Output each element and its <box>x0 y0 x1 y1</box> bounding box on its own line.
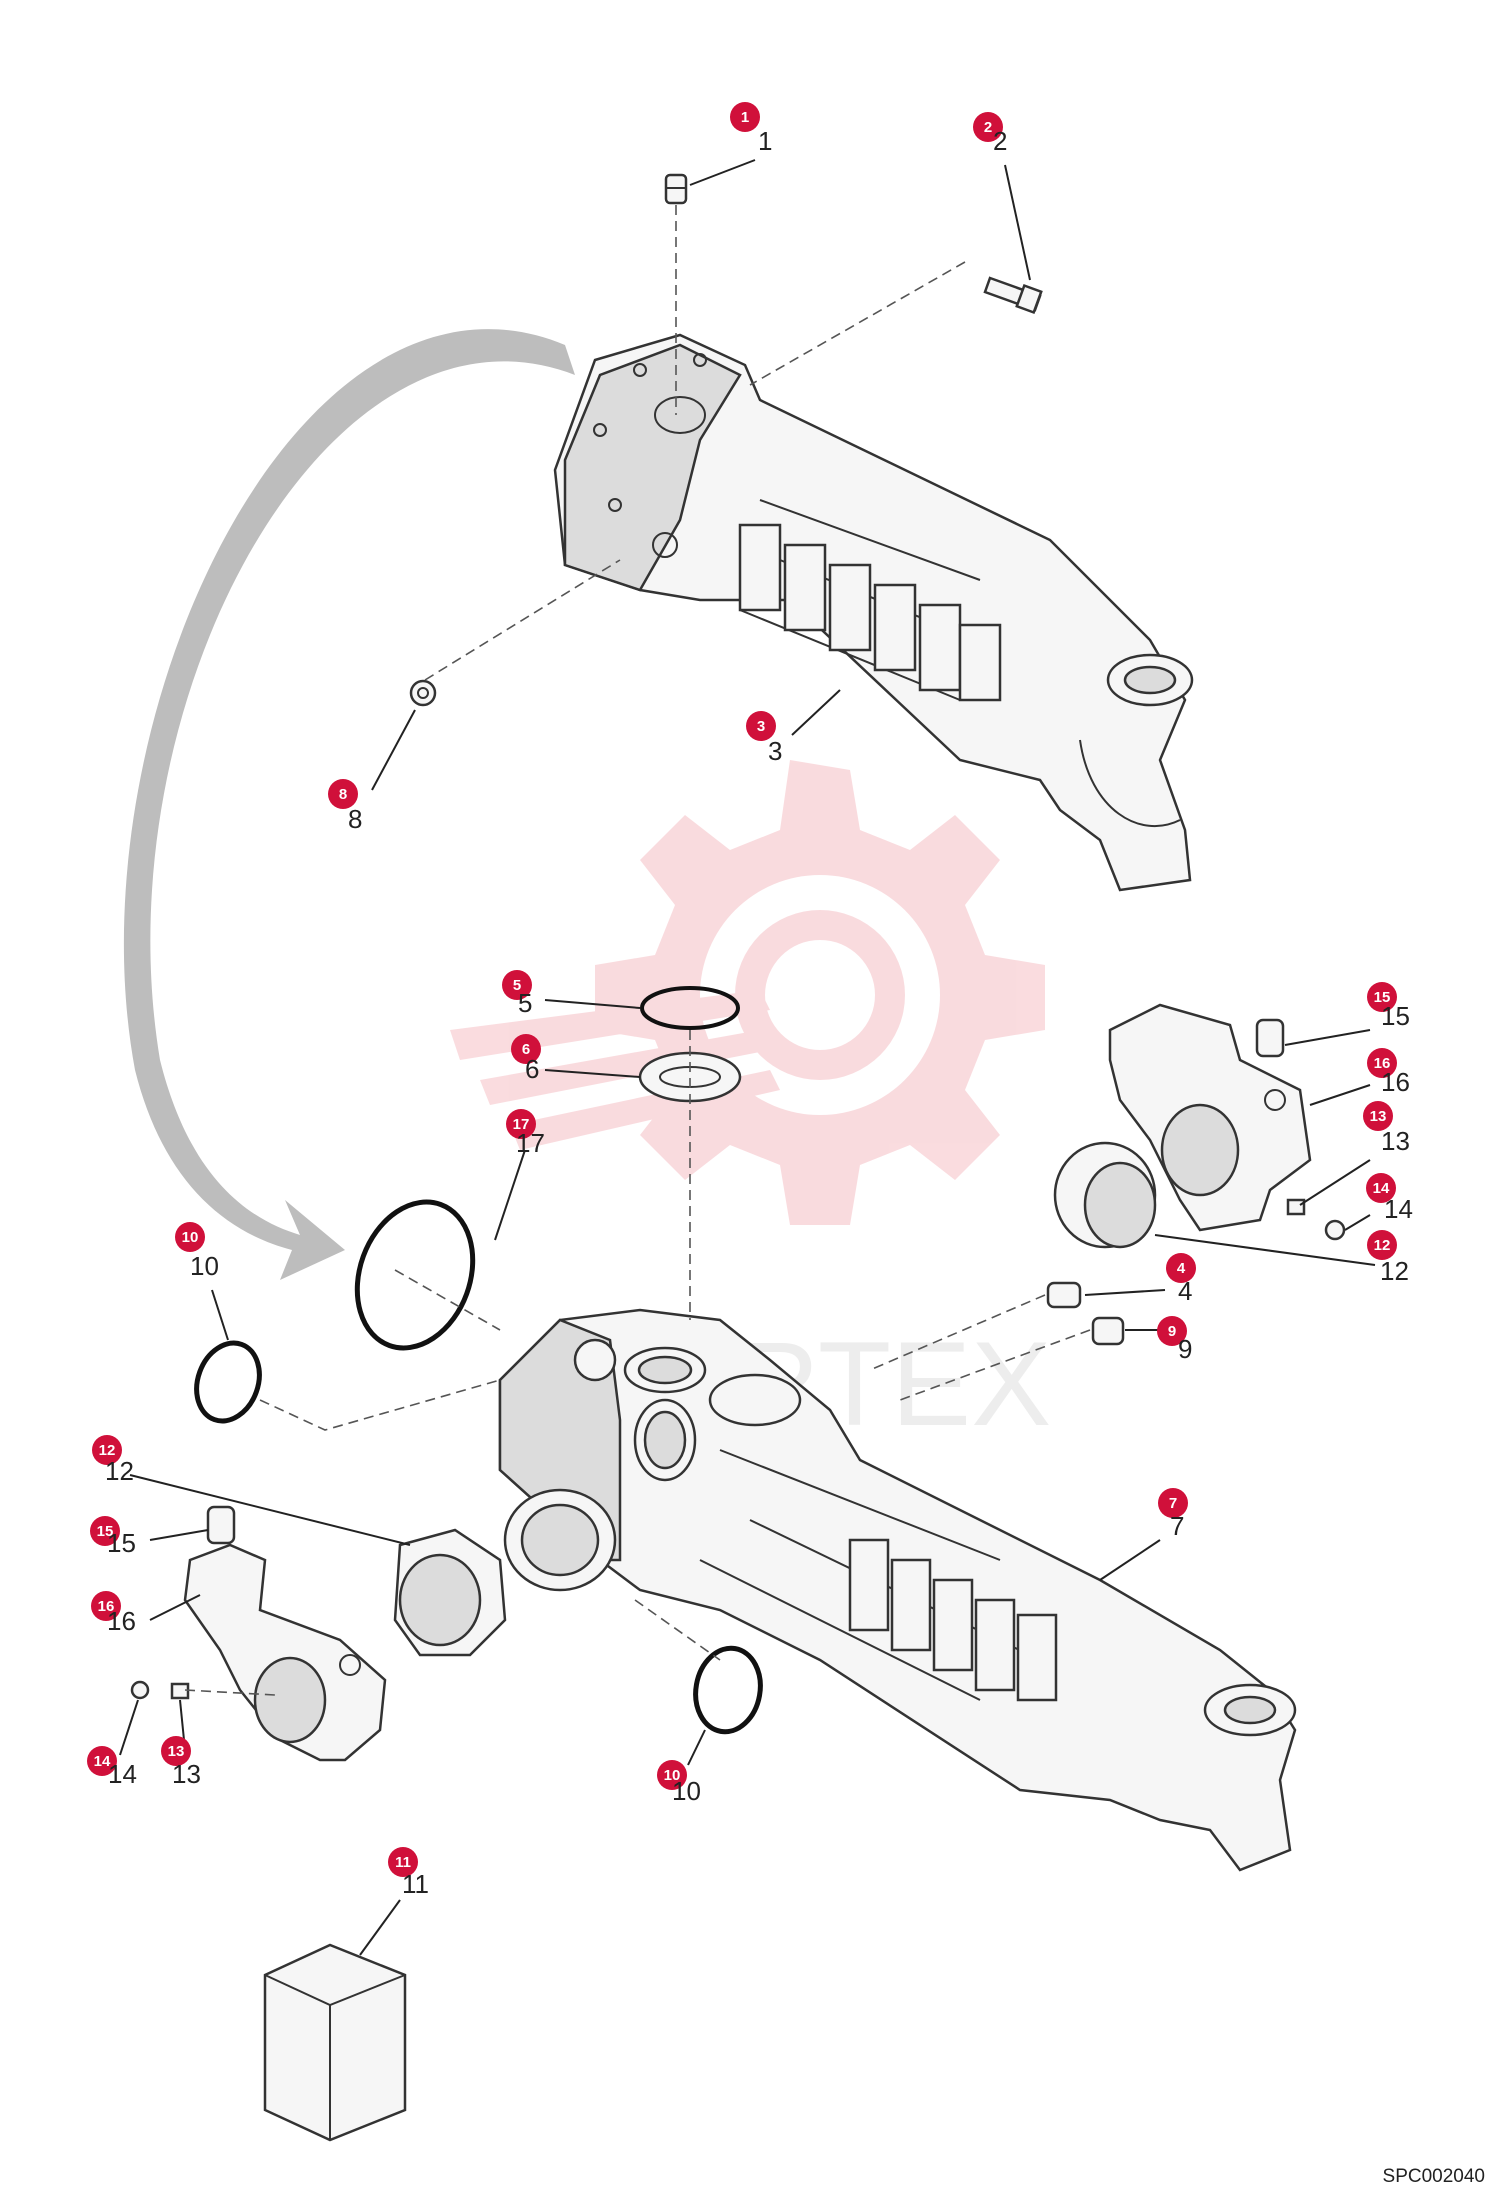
small-o-ring-bottom-part <box>693 1645 763 1735</box>
svg-text:14: 14 <box>94 1753 111 1770</box>
plug-part <box>409 679 437 707</box>
svg-text:13: 13 <box>172 1759 201 1789</box>
svg-text:3: 3 <box>757 718 765 735</box>
bracket-left-part <box>183 1543 387 1762</box>
callout-17[interactable]: 17 17 <box>506 1109 545 1158</box>
svg-text:8: 8 <box>339 786 347 803</box>
svg-text:14: 14 <box>108 1759 137 1789</box>
svg-text:5: 5 <box>518 988 532 1018</box>
callout-15-right[interactable]: 15 15 <box>1367 982 1410 1031</box>
pin-left-part <box>206 1505 236 1545</box>
callout-10-left[interactable]: 10 10 <box>175 1222 219 1281</box>
upper-axle-housing <box>553 333 1194 892</box>
svg-text:16: 16 <box>98 1598 115 1615</box>
svg-text:6: 6 <box>525 1054 539 1084</box>
callout-2[interactable]: 2 2 <box>973 112 1007 156</box>
kit-box-part <box>263 1943 407 2142</box>
leader-lines <box>119 159 1376 1956</box>
callout-13-left[interactable]: 13 13 <box>161 1736 201 1789</box>
svg-text:11: 11 <box>402 1869 429 1899</box>
snap-ring-part <box>640 986 740 1030</box>
callout-8[interactable]: 8 8 <box>328 779 362 834</box>
small-o-ring-left-part <box>194 1340 262 1424</box>
callout-16-right[interactable]: 16 16 <box>1367 1048 1410 1097</box>
svg-text:7: 7 <box>1170 1511 1184 1541</box>
large-o-ring-part <box>354 1199 476 1351</box>
pin-right-part <box>1255 1018 1285 1058</box>
svg-text:14: 14 <box>1384 1194 1413 1224</box>
callout-13-right[interactable]: 13 13 <box>1363 1101 1410 1156</box>
svg-text:10: 10 <box>182 1229 199 1246</box>
cover-disc-part <box>638 1051 742 1103</box>
svg-text:10: 10 <box>664 1767 681 1784</box>
callout-16-left[interactable]: 16 16 <box>91 1591 136 1636</box>
svg-text:5: 5 <box>513 977 521 994</box>
callout-5[interactable]: 5 5 <box>502 970 532 1018</box>
callout-12-right[interactable]: 12 12 <box>1367 1230 1409 1286</box>
fitting-left-part <box>170 1682 190 1700</box>
svg-text:17: 17 <box>516 1128 545 1158</box>
svg-text:11: 11 <box>395 1854 411 1871</box>
callout-15-left[interactable]: 15 15 <box>90 1516 136 1558</box>
svg-text:15: 15 <box>97 1523 114 1540</box>
lower-axle-housing <box>498 1308 1297 1872</box>
reference-code: SPC002040 <box>1383 2166 1485 2187</box>
svg-text:16: 16 <box>1374 1055 1391 1072</box>
svg-text:1: 1 <box>758 126 772 156</box>
svg-text:16: 16 <box>107 1606 136 1636</box>
cap-right-part <box>1324 1219 1346 1241</box>
callout-12-left[interactable]: 12 12 <box>92 1435 134 1486</box>
svg-text:10: 10 <box>190 1251 219 1281</box>
svg-text:12: 12 <box>105 1456 134 1486</box>
callout-10-bottom[interactable]: 10 10 <box>657 1760 701 1806</box>
callout-3[interactable]: 3 3 <box>746 711 782 766</box>
level-plug-part <box>1046 1281 1082 1309</box>
svg-text:14: 14 <box>1373 1180 1390 1197</box>
svg-text:10: 10 <box>672 1776 701 1806</box>
bushing-right-part <box>1053 1141 1157 1249</box>
callout-14-left[interactable]: 14 14 <box>87 1746 137 1789</box>
svg-text:12: 12 <box>99 1442 116 1459</box>
bolt-part <box>983 276 1043 315</box>
svg-text:15: 15 <box>1381 1001 1410 1031</box>
svg-text:15: 15 <box>1374 989 1391 1006</box>
callout-1[interactable]: 1 1 <box>730 102 772 156</box>
callout-7[interactable]: 7 7 <box>1158 1488 1188 1541</box>
drain-plug-part <box>1091 1316 1125 1346</box>
svg-text:9: 9 <box>1178 1334 1192 1364</box>
svg-text:12: 12 <box>1380 1256 1409 1286</box>
svg-text:12: 12 <box>1374 1237 1391 1254</box>
svg-text:2: 2 <box>984 119 992 136</box>
svg-text:1: 1 <box>741 109 749 126</box>
fitting-right-part <box>1286 1198 1306 1216</box>
callout-14-right[interactable]: 14 14 <box>1366 1173 1413 1224</box>
svg-text:6: 6 <box>522 1041 530 1058</box>
callout-9[interactable]: 9 9 <box>1157 1316 1192 1364</box>
callout-4[interactable]: 4 4 <box>1166 1253 1196 1306</box>
grease-nipple-part <box>664 173 688 205</box>
svg-text:16: 16 <box>1381 1067 1410 1097</box>
callout-6[interactable]: 6 6 <box>511 1034 541 1084</box>
bushing-left-part <box>393 1528 507 1657</box>
svg-text:2: 2 <box>993 126 1007 156</box>
cap-left-part <box>130 1680 150 1700</box>
rotation-arrow <box>123 329 575 1280</box>
assembly-lines <box>184 205 1091 1696</box>
svg-text:13: 13 <box>1370 1108 1387 1125</box>
svg-text:9: 9 <box>1168 1323 1176 1340</box>
svg-text:4: 4 <box>1177 1260 1186 1277</box>
watermark-gear-logo <box>450 760 1045 1225</box>
bracket-right-part <box>1108 1003 1312 1232</box>
svg-text:15: 15 <box>107 1528 136 1558</box>
svg-text:13: 13 <box>1381 1126 1410 1156</box>
callout-11[interactable]: 11 11 <box>388 1847 429 1899</box>
svg-text:17: 17 <box>513 1116 530 1133</box>
svg-text:13: 13 <box>168 1743 185 1760</box>
svg-text:8: 8 <box>348 804 362 834</box>
svg-text:3: 3 <box>768 736 782 766</box>
svg-text:7: 7 <box>1169 1495 1177 1512</box>
svg-text:4: 4 <box>1178 1276 1192 1306</box>
